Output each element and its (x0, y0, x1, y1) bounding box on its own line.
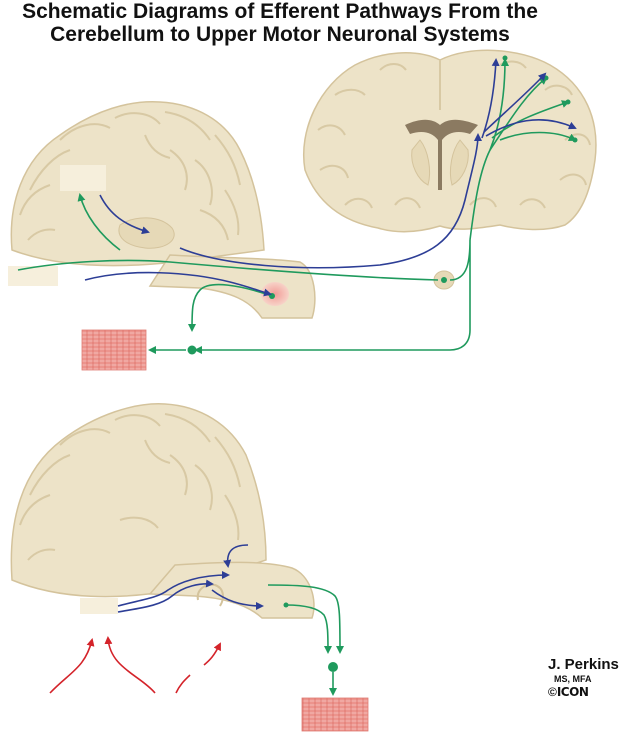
lateral-ventricles (405, 119, 478, 190)
figure-title: Schematic Diagrams of Efferent Pathways … (0, 0, 560, 46)
lower-green-2 (285, 604, 332, 654)
lower-blue-1 (117, 571, 230, 607)
coronal-outline (303, 49, 597, 233)
figure-title-line-2: Cerebellum to Upper Motor Neuronal Syste… (50, 23, 510, 46)
lower-brainstem (148, 561, 315, 619)
coronal-gyri (317, 60, 591, 209)
publisher-logo: ICON (556, 685, 589, 699)
red-input-2 (104, 636, 156, 694)
green-branch-4 (499, 131, 577, 141)
red-input-arrows (49, 636, 221, 694)
lower-cerebrum (10, 403, 267, 598)
lower-green-pathways (267, 584, 344, 696)
coronal-brain-section (303, 49, 597, 233)
red-input-3 (175, 674, 191, 694)
lower-cerebellum-loop (196, 583, 224, 607)
figure-title-line-1: Schematic Diagrams of Efferent Pathways … (22, 0, 538, 23)
upper-green-pathways (17, 58, 577, 354)
upper-muscle (81, 329, 147, 371)
green-nucleus-to-motor (188, 283, 273, 332)
lower-muscle (301, 697, 369, 732)
artist-credit: J. Perkins MS, MFA ©ICON (548, 656, 633, 699)
upper-cerebrum-gyri (19, 111, 241, 241)
lower-blue-pathways (117, 544, 264, 613)
green-branch-3 (491, 100, 570, 139)
lower-sagittal-brain (10, 403, 315, 619)
thalamus-coronal (411, 139, 469, 186)
red-input-1 (49, 638, 95, 694)
blue-branch-3 (485, 119, 577, 137)
blue-branch-2 (483, 72, 547, 133)
red-input-4 (203, 642, 221, 666)
lower-green-1 (267, 584, 344, 654)
lower-blue-3 (211, 589, 264, 610)
upper-cerebrum (10, 101, 265, 267)
artist-degrees: MS, MFA (554, 674, 592, 684)
lower-label-box (80, 598, 118, 614)
blue-thalamus-to-cortex (179, 133, 482, 269)
red-nucleus-glow (261, 282, 289, 306)
lower-green-neurons (283, 602, 338, 672)
lower-cerebrum-gyri (19, 413, 241, 561)
artist-name: J. Perkins (548, 656, 619, 673)
copyright-line: ©ICON (548, 685, 633, 699)
green-to-cortex-arrow (77, 193, 121, 251)
upper-cerebellum-label-box (8, 266, 58, 286)
green-branch-2 (489, 76, 548, 151)
blue-to-nucleus (84, 271, 272, 297)
copyright-symbol: © (548, 685, 557, 699)
lower-blue-2 (117, 579, 214, 613)
upper-cortex-label-box (60, 165, 106, 191)
upper-sagittal-brain (8, 101, 316, 319)
green-relay-to-muscle (194, 239, 471, 354)
green-long-tract (17, 259, 439, 281)
blue-cortex-to-thalamus (99, 194, 150, 235)
blue-branch-1 (481, 58, 500, 139)
lower-blue-4 (223, 544, 249, 568)
upper-blue-pathways (84, 58, 577, 297)
